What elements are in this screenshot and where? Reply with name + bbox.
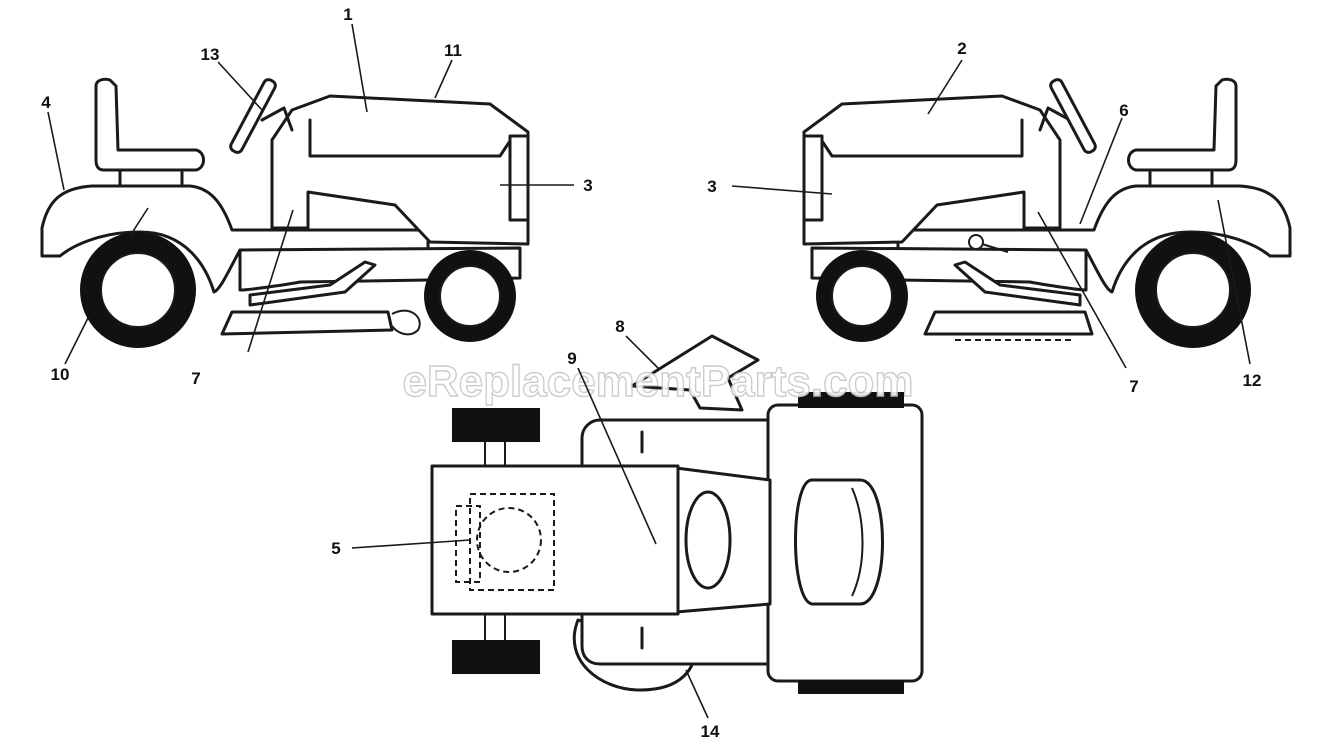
leader-2 [927,59,963,115]
front-axle-lower [484,611,506,643]
seat-top [794,478,884,606]
decal-outline-square [469,493,555,591]
seat-base-right [1148,168,1214,188]
steering-wheel-right [1049,78,1097,154]
callout-10: 10 [51,365,70,384]
front-grille-left [508,134,530,222]
hood-left [270,94,530,246]
seat-back-curve [851,487,864,597]
steering-column-left [260,106,294,132]
rear-tire-top-lower [798,680,904,694]
mower-deck-right [923,310,1094,336]
leader-7a [247,209,294,353]
callout-13: 13 [201,45,220,64]
leader-fender-a [129,207,149,237]
rear-rim-left [100,252,176,328]
footrest-right [953,260,1082,307]
rear-tire-top-upper [798,392,904,408]
hood-right [802,94,1062,246]
lift-lever-knob-right [968,234,984,250]
callout-9: 9 [567,349,576,368]
callout-14: 14 [701,722,720,741]
front-rim-right [831,265,893,327]
callout-1: 1 [343,5,352,24]
callout-7a: 7 [191,369,200,388]
leader-12 [1217,199,1251,365]
seat-right [1127,77,1238,172]
decal-outline-rect [455,505,481,583]
steering-column-right [1038,106,1072,132]
callout-12: 12 [1243,371,1262,390]
leader-7b [1037,211,1127,369]
leader-1 [351,23,368,113]
leader-14 [685,669,709,719]
callout-11: 11 [444,41,462,60]
leader-9 [577,367,657,545]
leader-3b [731,185,833,195]
callout-6: 6 [1119,101,1128,120]
mower-deck-left [220,310,394,336]
discharge-chute-top [630,334,760,412]
leader-5 [351,539,471,549]
callout-leaders [47,23,1251,719]
rear-rim-right [1155,252,1231,328]
footrest-left [248,260,377,307]
leader-10 [64,317,89,365]
watermark: eReplacementParts.com [402,357,913,406]
rear-fender-right [896,184,1292,294]
hood-line-left [308,118,514,158]
hood-line-right [818,118,1024,158]
seat-base-left [118,168,184,188]
leader-6 [1079,117,1123,225]
lift-lever-right [981,243,1009,253]
leader-11 [434,59,453,99]
callout-5: 5 [331,539,340,558]
tractor-right-side-view [802,77,1292,348]
callout-4: 4 [41,93,51,112]
front-tire-top-upper [452,408,540,442]
tractor-left-side-view [40,77,530,348]
leader-4 [47,111,65,191]
callout-7b: 7 [1129,377,1138,396]
front-tire-top-lower [452,640,540,674]
callout-8: 8 [615,317,624,336]
callout-2: 2 [957,39,966,58]
leader-8 [625,335,661,371]
callout-3b: 3 [707,177,716,196]
steering-wheel-left [229,78,277,154]
callout-labels: 1 11 13 4 3 7 10 2 6 3 7 12 8 9 5 14 [41,5,1261,741]
discharge-chute-left [391,309,421,336]
front-grille-right [802,134,824,222]
steering-wheel-top [684,490,732,590]
seat-left [94,77,205,172]
rear-fender-left [40,184,430,294]
tractor-top-view [430,334,924,694]
rear-platform-top [766,403,924,683]
decal-outline-circle [476,507,542,573]
callout-3a: 3 [583,176,592,195]
front-rim-left [439,265,501,327]
leader-13 [217,61,263,111]
